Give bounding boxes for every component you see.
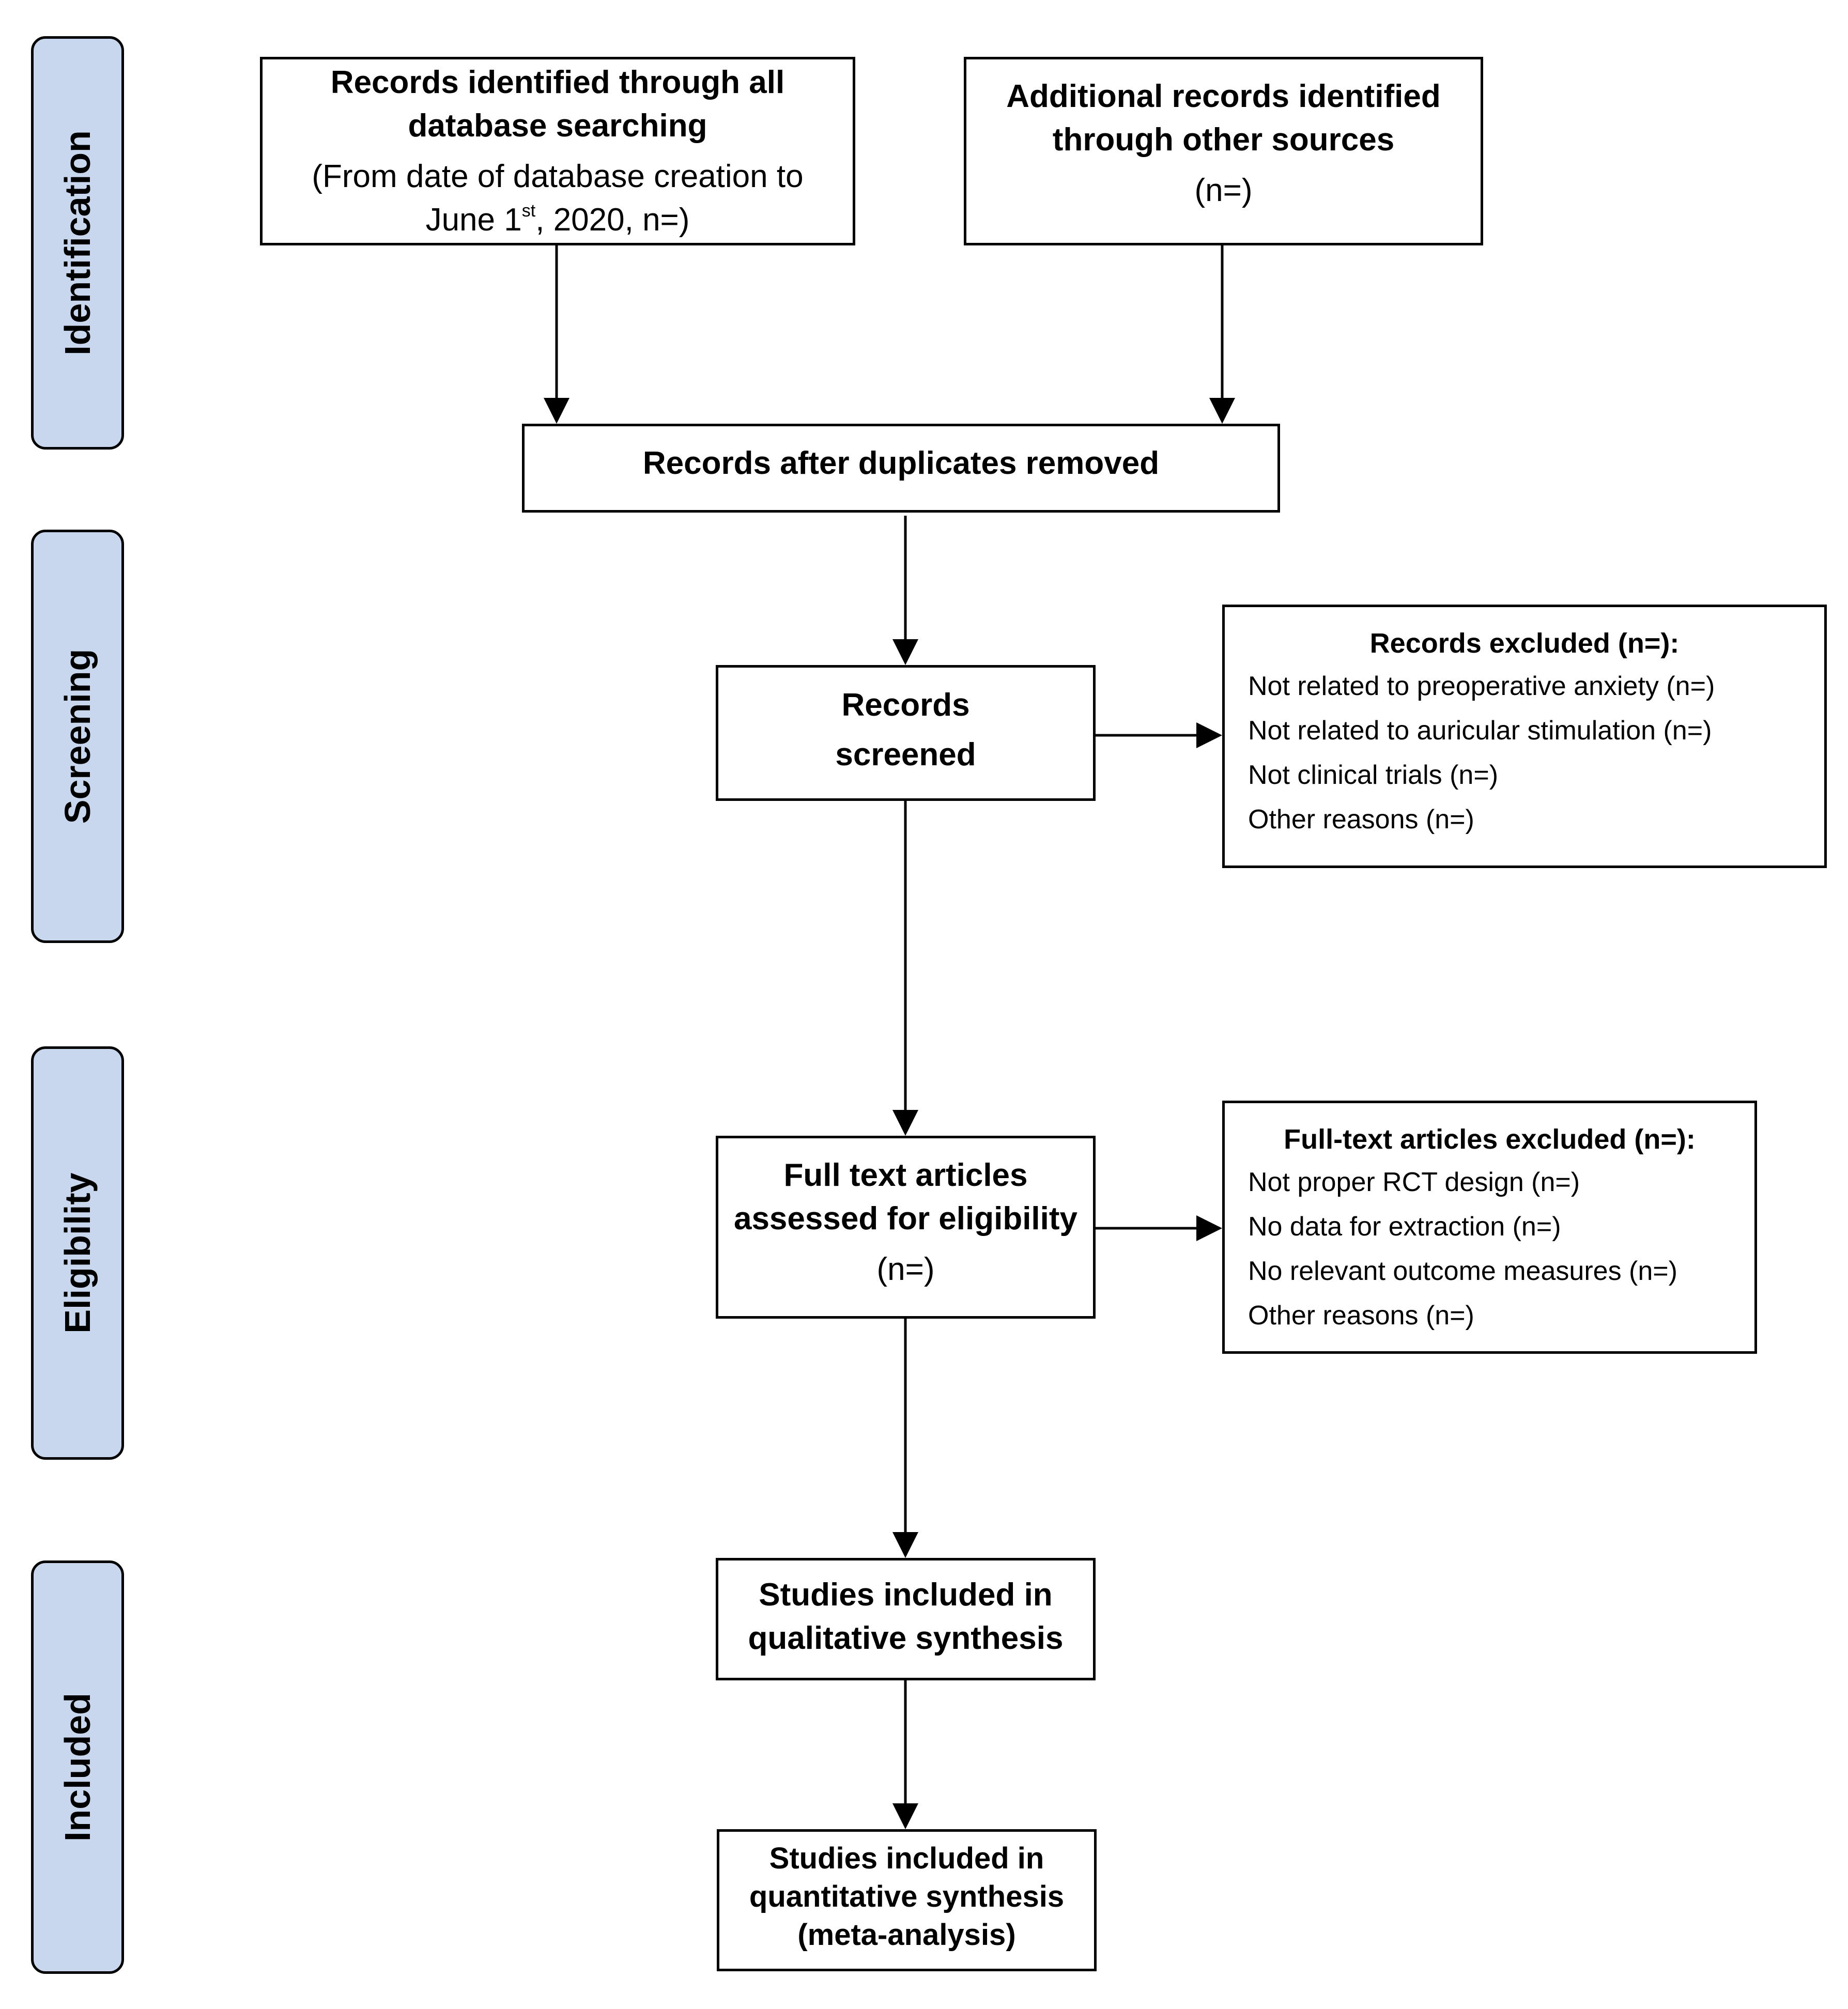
fulltext-line3: (n=) — [876, 1251, 935, 1287]
quantitative-line2: quantitative synthesis — [749, 1880, 1065, 1913]
duplicates-removed-label: Records after duplicates removed — [642, 445, 1160, 481]
database-box-date-post: , 2020, n=) — [535, 202, 690, 238]
records-excluded-item: Other reasons (n=) — [1248, 805, 1474, 834]
database-box-line4: June 1st, 2020, n=) — [263, 198, 853, 242]
quantitative-synthesis-box: Studies included in quantitative synthes… — [717, 1829, 1097, 1971]
records-after-duplicates-box: Records after duplicates removed — [522, 424, 1280, 513]
records-excluded-item: Not related to preoperative anxiety (n=) — [1248, 671, 1715, 701]
full-text-assessed-box: Full text articles assessed for eligibil… — [716, 1136, 1096, 1319]
records-identified-database-box: Records identified through all database … — [260, 57, 855, 245]
records-screened-line2: screened — [835, 737, 976, 772]
fulltext-excluded-item: Other reasons (n=) — [1248, 1301, 1474, 1331]
records-other-sources-box: Additional records identified through ot… — [964, 57, 1483, 245]
records-excluded-box: Records excluded (n=): Not related to pr… — [1222, 605, 1827, 868]
records-screened-box: Records screened — [716, 665, 1096, 801]
fulltext-line2: assessed for eligibility — [733, 1201, 1078, 1237]
phase-identification: Identification — [31, 36, 124, 450]
database-box-date-sup: st — [521, 200, 536, 221]
qualitative-synthesis-box: Studies included in qualitative synthesi… — [716, 1558, 1096, 1680]
phase-included: Included — [31, 1560, 124, 1974]
phase-eligibility: Eligibility — [31, 1046, 124, 1460]
records-excluded-item: Not related to auricular stimulation (n=… — [1248, 716, 1712, 746]
database-box-line1: Records identified through all — [330, 64, 785, 100]
full-text-excluded-box: Full-text articles excluded (n=): Not pr… — [1222, 1101, 1757, 1354]
database-box-date-pre: June 1 — [425, 202, 522, 238]
records-screened-line1: Records — [841, 687, 970, 723]
database-box-line3: (From date of database creation to — [312, 158, 804, 194]
fulltext-line1: Full text articles — [783, 1157, 1028, 1193]
other-sources-line2: through other sources — [1052, 122, 1395, 158]
records-excluded-title: Records excluded (n=): — [1369, 628, 1680, 659]
quantitative-line1: Studies included in — [769, 1842, 1044, 1875]
quantitative-line3: (meta-analysis) — [797, 1918, 1016, 1952]
qualitative-line1: Studies included in — [759, 1577, 1053, 1613]
fulltext-excluded-item: No relevant outcome measures (n=) — [1248, 1256, 1677, 1286]
database-box-line2: database searching — [408, 107, 707, 144]
other-sources-line3: (n=) — [1194, 173, 1253, 208]
fulltext-excluded-item: Not proper RCT design (n=) — [1248, 1167, 1580, 1197]
qualitative-line2: qualitative synthesis — [748, 1620, 1064, 1656]
fulltext-excluded-item: No data for extraction (n=) — [1248, 1212, 1561, 1242]
fulltext-excluded-title: Full-text articles excluded (n=): — [1284, 1124, 1696, 1155]
phase-screening: Screening — [31, 530, 124, 943]
other-sources-line1: Additional records identified — [1006, 79, 1441, 114]
records-excluded-item: Not clinical trials (n=) — [1248, 760, 1499, 790]
